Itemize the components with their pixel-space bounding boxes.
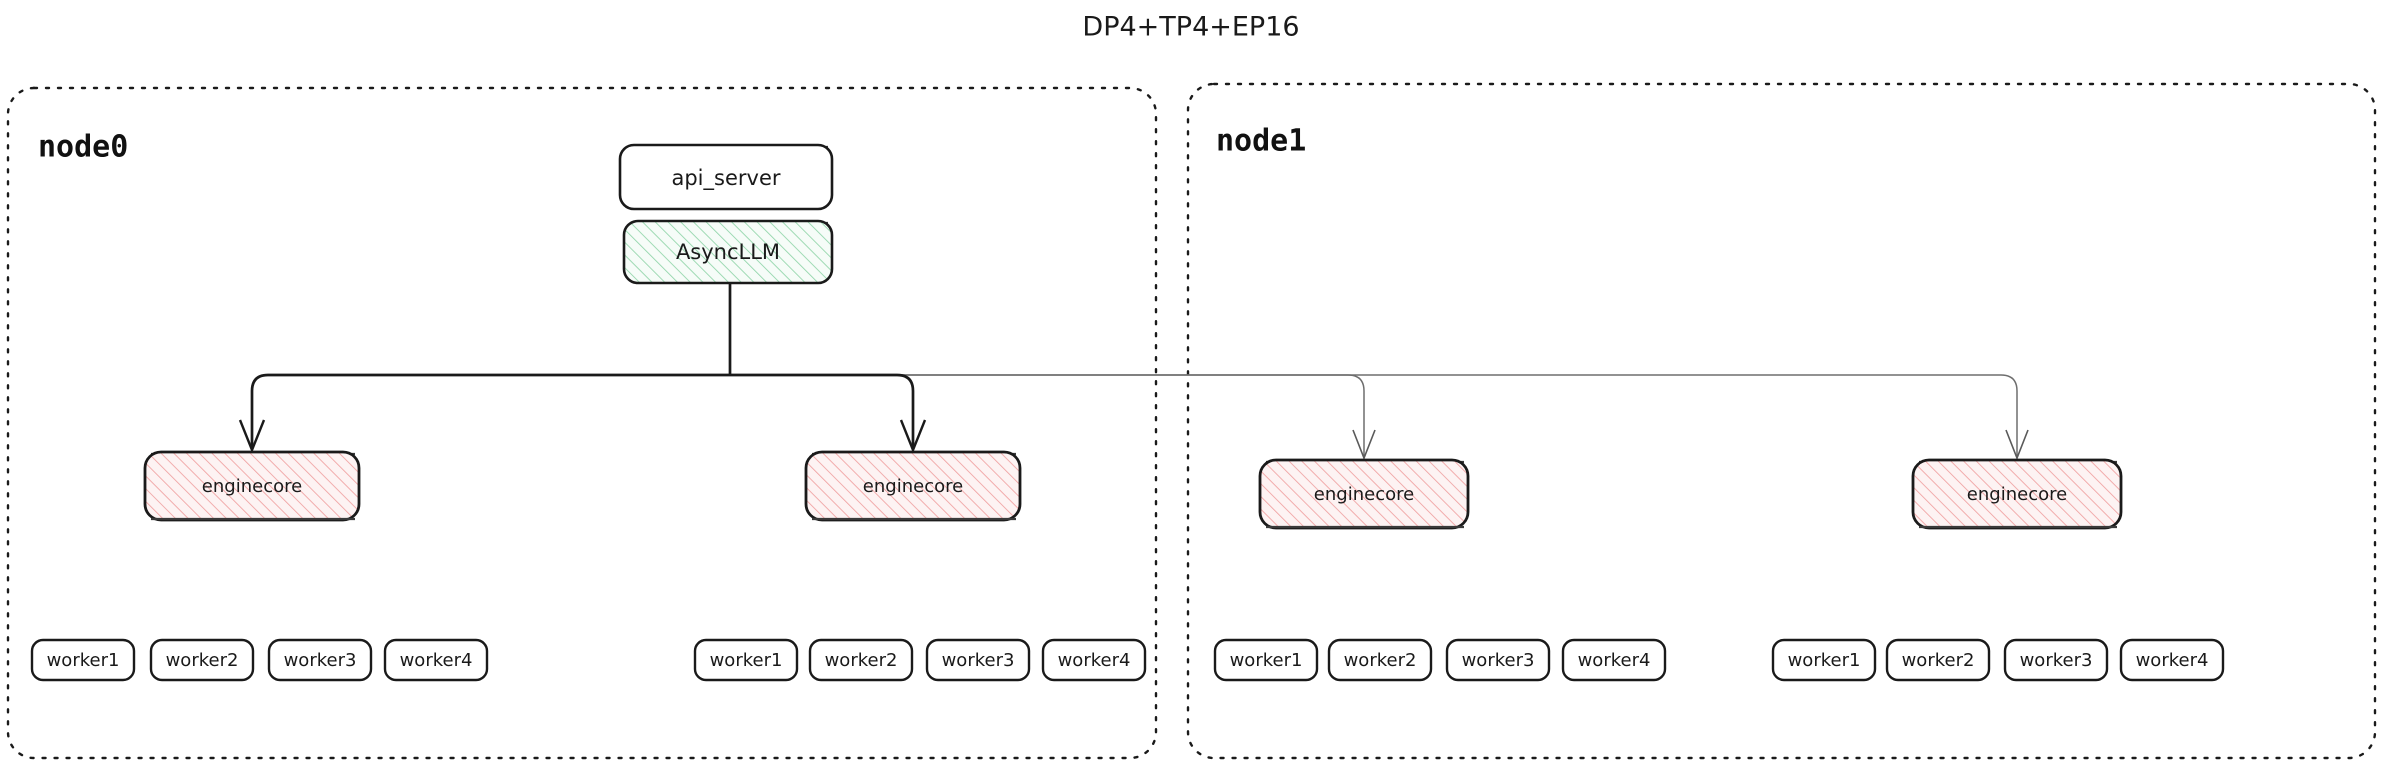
worker-rect[interactable] [1213,638,1319,682]
worker-rect[interactable] [1771,638,1877,682]
worker-group-n1-b: worker1 worker2 worker3 worker4 [1771,638,2225,682]
worker-rect[interactable] [383,638,489,682]
box-enginecore-n0-2[interactable]: enginecore [804,450,1022,522]
connector-group-node0 [238,283,927,454]
worker-box[interactable]: worker3 [2003,638,2109,682]
worker-box[interactable]: worker4 [2119,638,2225,682]
enginecore-label: enginecore [202,476,302,497]
worker-box[interactable]: worker4 [1561,638,1667,682]
worker-group-n0-a: worker1 worker2 worker3 worker4 [30,638,489,682]
worker-group-n1-a: worker1 worker2 worker3 worker4 [1213,638,1667,682]
arrowhead-enginecore-1 [238,419,266,454]
worker-box[interactable]: worker1 [1771,638,1877,682]
worker-rect[interactable] [2119,638,2225,682]
worker-box[interactable]: worker1 [1213,638,1319,682]
worker-label: worker2 [1902,650,1975,671]
worker-rect[interactable] [2003,638,2109,682]
page-title: DP4+TP4+EP16 [1082,12,1299,43]
worker-label: worker3 [1462,650,1535,671]
arrowhead-enginecore-4 [2005,429,2029,461]
worker-label: worker2 [166,650,239,671]
arrowhead-enginecore-3 [1352,429,1376,461]
worker-group-n0-b: worker1 worker2 worker3 worker4 [693,638,1147,682]
worker-rect[interactable] [1561,638,1667,682]
box-api-server[interactable]: api_server [618,143,834,211]
node-label-node0: node0 [38,130,128,165]
api-server-label: api_server [671,166,780,191]
worker-label: worker3 [942,650,1015,671]
connector-to-enginecore-3 [730,374,1365,456]
api-server-rect[interactable] [618,143,834,211]
worker-rect[interactable] [693,638,799,682]
worker-label: worker3 [284,650,357,671]
connector-to-enginecore-2 [730,373,915,448]
worker-label: worker2 [1344,650,1417,671]
worker-rect[interactable] [1327,638,1433,682]
worker-label: worker2 [825,650,898,671]
connector-to-enginecore-4 [730,374,2018,456]
async-llm-rect[interactable] [622,219,834,285]
worker-rect[interactable] [808,638,914,682]
worker-rect[interactable] [30,638,136,682]
worker-label: worker1 [1788,650,1861,671]
worker-box[interactable]: worker2 [149,638,255,682]
box-async-llm[interactable]: AsyncLLM [622,219,834,285]
worker-rect[interactable] [1445,638,1551,682]
worker-label: worker4 [2136,650,2209,671]
worker-box[interactable]: worker3 [925,638,1031,682]
worker-label: worker4 [400,650,473,671]
arrowhead-enginecore-2 [899,419,927,454]
enginecore-label: enginecore [863,476,963,497]
worker-label: worker1 [710,650,783,671]
box-enginecore-n1-1[interactable]: enginecore [1258,458,1470,530]
worker-box[interactable]: worker3 [1445,638,1551,682]
async-llm-label: AsyncLLM [676,240,780,264]
box-enginecore-n1-2[interactable]: enginecore [1911,458,2123,530]
worker-rect[interactable] [925,638,1031,682]
enginecore-label: enginecore [1314,484,1414,505]
node-frame-node1 [1186,82,2377,760]
worker-label: worker4 [1578,650,1651,671]
worker-rect[interactable] [1885,638,1991,682]
worker-box[interactable]: worker4 [1041,638,1147,682]
worker-box[interactable]: worker1 [693,638,799,682]
worker-rect[interactable] [149,638,255,682]
worker-rect[interactable] [1041,638,1147,682]
worker-label: worker3 [2020,650,2093,671]
worker-box[interactable]: worker4 [383,638,489,682]
worker-box[interactable]: worker1 [30,638,136,682]
worker-label: worker1 [47,650,120,671]
worker-rect[interactable] [267,638,373,682]
worker-box[interactable]: worker2 [808,638,914,682]
worker-label: worker1 [1230,650,1303,671]
connector-to-enginecore-1 [250,373,730,448]
worker-box[interactable]: worker3 [267,638,373,682]
worker-label: worker4 [1058,650,1131,671]
node-label-node1: node1 [1216,124,1306,159]
worker-box[interactable]: worker2 [1327,638,1433,682]
worker-box[interactable]: worker2 [1885,638,1991,682]
enginecore-label: enginecore [1967,484,2067,505]
connector-group-node1 [730,374,2029,461]
node-frame-node0 [6,86,1158,760]
box-enginecore-n0-1[interactable]: enginecore [143,450,361,522]
